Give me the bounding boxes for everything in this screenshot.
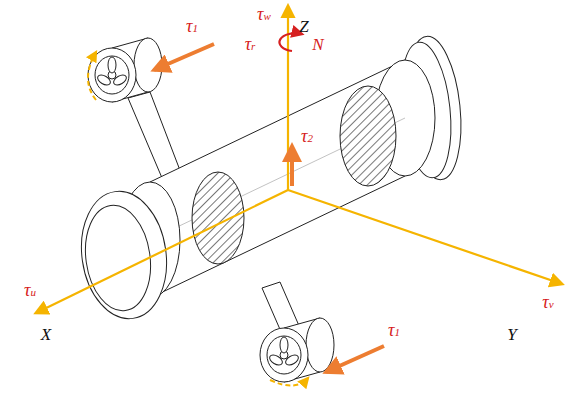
axis-name: Z: [299, 18, 308, 35]
force-label: τr: [245, 35, 256, 53]
axis-name: X: [41, 326, 51, 343]
force-label: τ1: [388, 321, 400, 339]
force-label: τu: [24, 281, 36, 299]
force-arrow: [154, 44, 384, 372]
axis-name: Y: [507, 326, 516, 343]
axes: [36, 6, 562, 313]
force-label: τw: [257, 5, 271, 23]
moment-label: N: [312, 36, 323, 53]
spin-arc: [88, 52, 96, 100]
force-label: τ1: [186, 17, 198, 35]
yaw-arrow: [279, 33, 302, 51]
thruster-top: [88, 38, 162, 102]
thruster-bottom: [260, 318, 334, 382]
spin-arc: [270, 378, 308, 386]
force-label: τ2: [301, 127, 313, 145]
vehicle-body: [74, 34, 468, 334]
force-label: τv: [542, 293, 553, 311]
